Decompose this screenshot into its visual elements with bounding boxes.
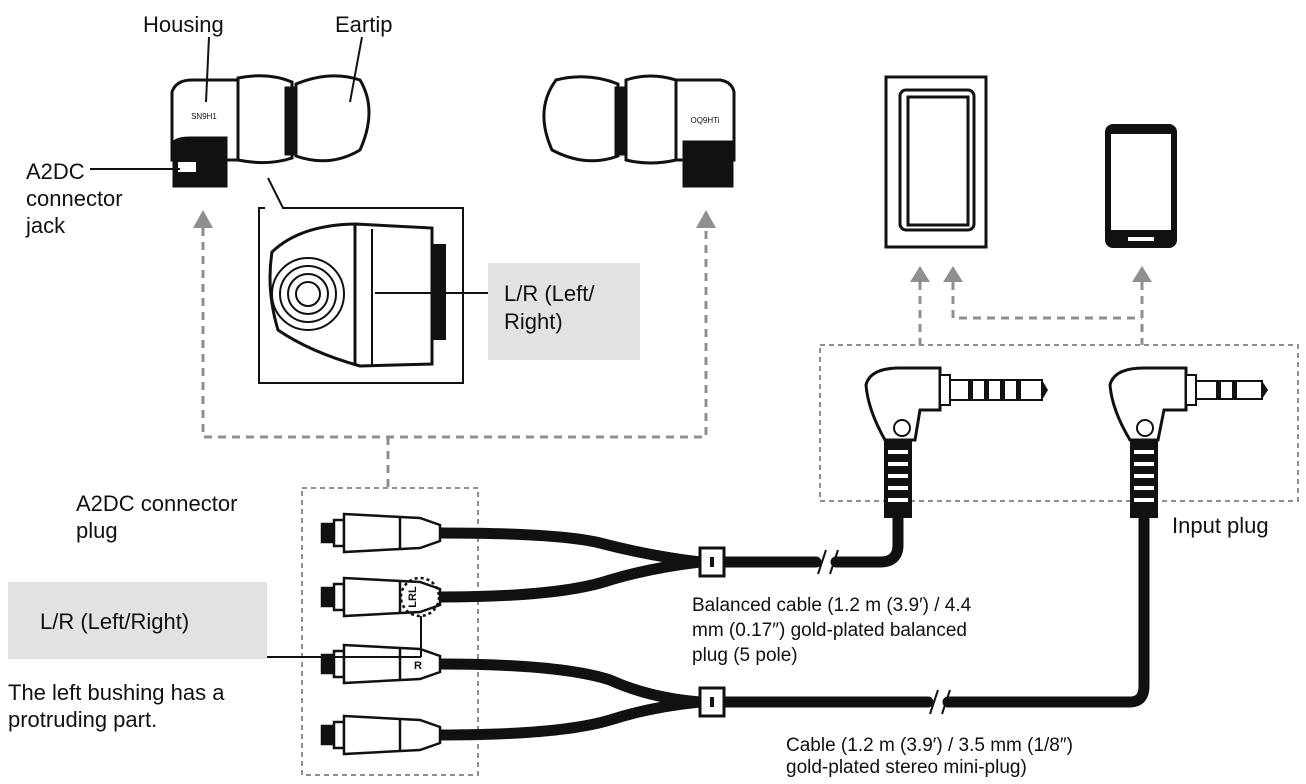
plug-r-marking: R (414, 660, 422, 672)
a2dc-jack-label-line1: A2DC (26, 159, 85, 184)
a2dc-plug-right-stereo (320, 714, 442, 756)
cable-break-marks (817, 549, 951, 715)
arrow-up-icon (696, 210, 716, 228)
arrow-up-icon (943, 266, 963, 282)
stereo-cable-label-line1: Cable (1.2 m (3.9′) / 3.5 mm (1/8″) (786, 735, 1073, 756)
a2dc-plug-left-balanced (320, 512, 442, 554)
housing-leader (205, 36, 210, 103)
plug-group-frame (301, 487, 479, 776)
balanced-input-plug (864, 366, 1048, 518)
balanced-cable-label-line1: Balanced cable (1.2 m (3.9′) / 4.4 (692, 595, 972, 616)
lr-bottom-box (8, 582, 267, 659)
a2dc-jack-label-line3: jack (26, 213, 66, 238)
a2dc-plug-label-line1: A2DC connector (76, 491, 238, 516)
a2dc-jack-label-line2: connector (26, 186, 123, 211)
right-earpiece (542, 74, 736, 188)
lr-bottom-label: L/R (Left/Right) (40, 609, 190, 634)
arrow-up-icon (193, 210, 213, 228)
cable-splitters (698, 546, 726, 718)
detail-callout (258, 177, 488, 384)
stereo-input-plug (1108, 366, 1268, 518)
input-plug-frame (819, 344, 1299, 502)
balanced-cable-label-line3: plug (5 pole) (692, 645, 798, 666)
arrow-heads (193, 210, 1152, 282)
a2dc-plug-left-stereo (320, 643, 442, 685)
housing-label: Housing (143, 12, 224, 37)
a2dc-plug-label-line2: plug (76, 518, 118, 543)
balanced-cable-label-line2: mm (0.17″) gold-plated balanced (692, 620, 967, 641)
right-housing-marking: OQ9HTi (690, 116, 719, 125)
lr-top-label-line1: L/R (Left/ (504, 281, 595, 306)
bushing-note-line2: protruding part. (8, 707, 158, 732)
a2dc-plugs (320, 512, 442, 756)
left-housing-marking: SN9H1 (191, 112, 217, 121)
lr-top-label-line2: Right) (504, 309, 563, 334)
left-earpiece (170, 74, 371, 188)
a2dc-plug-right-balanced (320, 576, 442, 618)
eartip-label: Eartip (335, 12, 393, 37)
cables (434, 512, 1150, 741)
plug-lr-marking: LRL (407, 586, 419, 608)
arrow-up-icon (1132, 266, 1152, 282)
arrow-up-icon (910, 266, 930, 282)
player-device (884, 75, 988, 249)
eartip-leader (349, 36, 363, 103)
input-plug-label: Input plug (1172, 513, 1269, 538)
lr-top-box (488, 263, 640, 360)
stereo-cable-label-line2: gold-plated stereo mini-plug) (786, 757, 1027, 778)
dashed-guides (201, 228, 1144, 488)
smartphone-device (1105, 124, 1177, 248)
bushing-note-line1: The left bushing has a (8, 680, 225, 705)
